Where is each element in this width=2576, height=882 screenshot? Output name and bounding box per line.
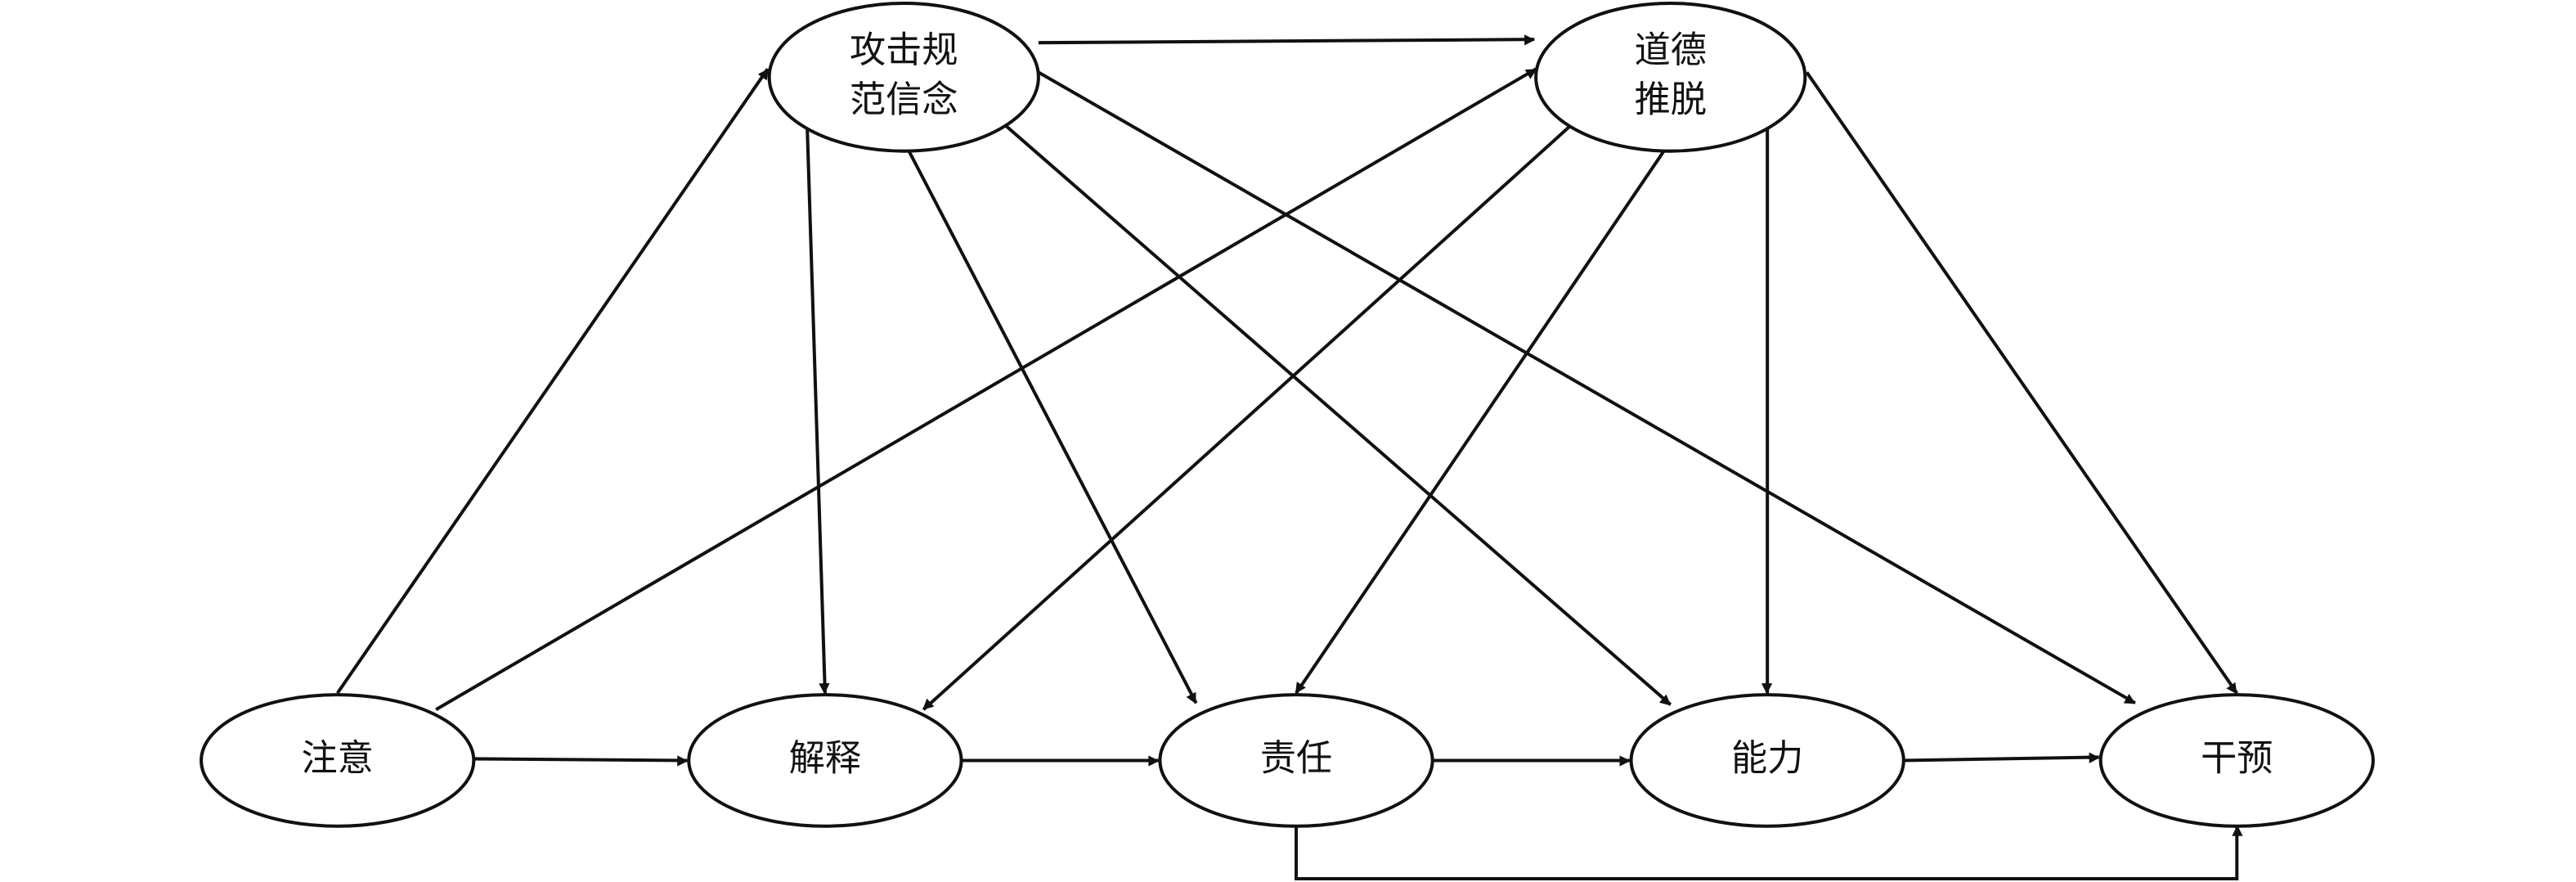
node-label: 道德 (1635, 29, 1707, 71)
node-ellipse (767, 2, 1040, 153)
edge-aggression-norm-to-moral-disengagement (1038, 34, 1536, 46)
edge-ability-to-intervention (1901, 752, 2100, 763)
edge-aggression-norm-to-intervention (1037, 70, 2136, 704)
node-ellipse (2098, 693, 2375, 828)
edge-aggression-norm-to-responsibility (902, 140, 1198, 704)
node-responsibility: 责任 (1158, 693, 1434, 828)
edge-moral-disengagement-to-interpretation (922, 119, 1578, 711)
node-ellipse (687, 693, 963, 828)
edge-attention-to-interpretation (473, 755, 689, 767)
node-label: 干预 (2201, 737, 2273, 779)
node-ellipse (200, 693, 476, 828)
node-label: 解释 (789, 737, 861, 779)
node-ability: 能力 (1629, 693, 1905, 828)
edge-attention-to-aggression-norm (336, 68, 770, 695)
node-label: 注意 (302, 737, 374, 779)
edge-responsibility-to-intervention (1295, 825, 2243, 880)
node-interpretation: 解释 (687, 693, 963, 828)
node-label: 攻击规 (850, 29, 958, 71)
node-attention: 注意 (200, 693, 476, 828)
node-label: 责任 (1260, 737, 1332, 779)
edge-aggression-norm-to-interpretation (805, 119, 830, 695)
node-ellipse (1534, 2, 1807, 153)
node-intervention: 干预 (2098, 693, 2375, 828)
node-ellipse (1158, 693, 1434, 828)
node-label: 推脱 (1635, 79, 1707, 120)
edge-moral-disengagement-to-responsibility (1295, 140, 1672, 695)
edge-aggression-norm-to-ability (998, 119, 1672, 706)
edges (336, 34, 2243, 880)
node-label: 能力 (1731, 737, 1803, 779)
node-ellipse (1629, 693, 1905, 828)
edge-attention-to-moral-disengagement (435, 67, 1537, 711)
edge-moral-disengagement-to-intervention (1805, 71, 2238, 695)
node-label: 范信念 (850, 79, 958, 120)
